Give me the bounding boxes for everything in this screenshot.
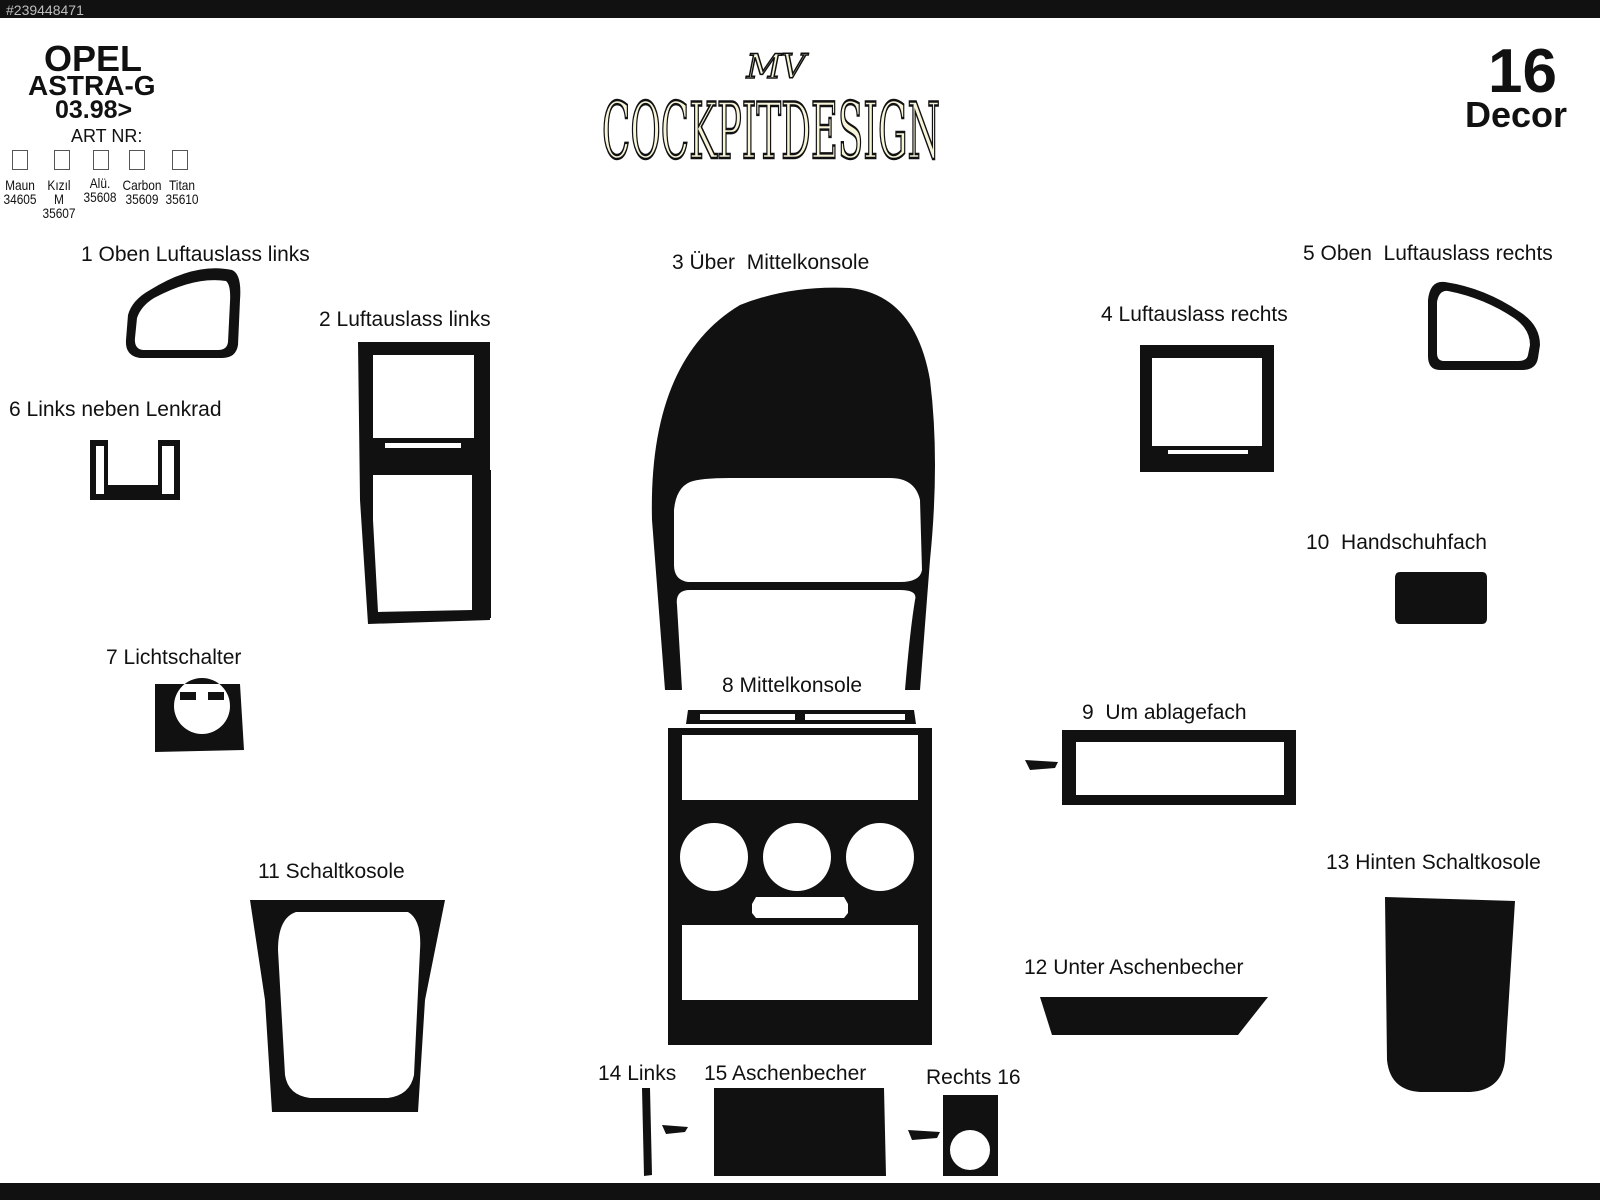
label-part-2: 2 Luftauslass links xyxy=(319,308,491,331)
checkbox-titan[interactable] xyxy=(172,150,188,170)
part-13-shape xyxy=(1385,897,1515,1092)
part-5-shape xyxy=(1428,281,1540,370)
part-16-shape xyxy=(943,1095,998,1176)
part-16-arrow xyxy=(908,1130,940,1140)
label-part-16: Rechts 16 xyxy=(926,1066,1021,1089)
label-part-11: 11 Schaltkosole xyxy=(258,860,405,883)
label-part-8: 8 Mittelkonsole xyxy=(722,674,863,697)
label-part-9: 9 Um ablagefach xyxy=(1082,701,1247,724)
label-part-14: 14 Links xyxy=(598,1062,677,1085)
top-bar xyxy=(0,0,1600,18)
label-part-6: 6 Links neben Lenkrad xyxy=(9,398,222,421)
part-8-shape xyxy=(668,728,932,1045)
label-part-5: 5 Oben Luftauslass rechts xyxy=(1303,242,1553,265)
label-part-4: 4 Luftauslass rechts xyxy=(1101,303,1288,326)
part-2-strip xyxy=(484,470,491,618)
part-9-arrow xyxy=(1025,760,1058,770)
checkbox-kizil[interactable] xyxy=(54,150,70,170)
label-part-13: 13 Hinten Schaltkosole xyxy=(1326,851,1541,874)
checkbox-maun[interactable] xyxy=(12,150,28,170)
label-part-12: 12 Unter Aschenbecher xyxy=(1024,956,1244,979)
part-3-shape xyxy=(651,287,935,690)
part-9-shape xyxy=(1062,730,1296,805)
bottom-bar xyxy=(0,1183,1600,1200)
part-2-shape xyxy=(358,342,490,624)
part-7-shape xyxy=(155,678,244,752)
piece-count: 16 xyxy=(1488,37,1557,106)
piece-word: Decor xyxy=(1465,94,1568,135)
image-id-watermark: #239448471 xyxy=(6,2,84,18)
label-part-3: 3 Über Mittelkonsole xyxy=(672,251,870,274)
part-6-shape xyxy=(90,440,180,500)
part-4-shape xyxy=(1140,345,1274,472)
part-4-slot-inner xyxy=(1168,450,1248,454)
art-nr-label: ART NR: xyxy=(71,126,143,146)
cockpitdesign-logo: MV COCKPITDESIGN xyxy=(601,46,942,178)
checkbox-carbon[interactable] xyxy=(129,150,145,170)
car-make: OPEL xyxy=(44,38,143,79)
brand-monogram: MV xyxy=(745,47,809,87)
car-model: ASTRA-G xyxy=(28,70,156,101)
part-1-shape xyxy=(125,268,241,358)
label-part-7: 7 Lichtschalter xyxy=(106,646,242,669)
label-part-1: 1 Oben Luftauslass links xyxy=(81,243,310,266)
part-10-shape xyxy=(1395,572,1487,624)
part-14-shape xyxy=(642,1088,652,1176)
material-alu: Alü.35608 xyxy=(83,175,117,205)
part-8-top-strip xyxy=(686,710,916,724)
part-11-shape xyxy=(250,900,445,1112)
label-part-15: 15 Aschenbecher xyxy=(704,1062,867,1085)
model-year: 03.98> xyxy=(55,96,133,124)
checkbox-alu[interactable] xyxy=(93,150,109,170)
part-15-shape xyxy=(714,1088,886,1176)
part-12-shape xyxy=(1040,997,1268,1035)
part-2-slot-inner xyxy=(385,443,461,448)
label-part-10: 10 Handschuhfach xyxy=(1306,531,1487,554)
part-14-arrow xyxy=(662,1125,688,1134)
brand-wordmark: COCKPITDESIGN xyxy=(602,87,940,177)
